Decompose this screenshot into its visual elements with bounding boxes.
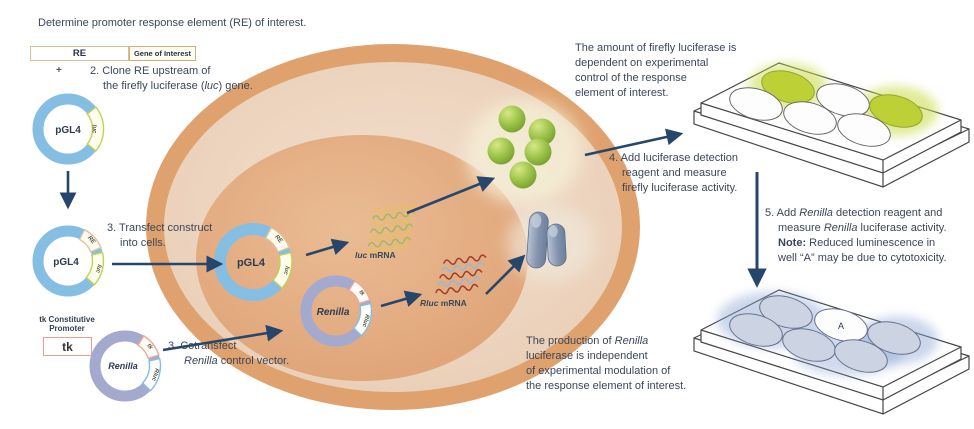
step-clone-line2: the firefly luciferase (luc) gene.: [103, 80, 253, 92]
pgl4-label: pGL4: [53, 257, 79, 268]
well-a: [814, 308, 868, 342]
plasmid-renilla-control: tk Rluc Renilla: [95, 336, 160, 396]
caption-renilla: The production of Renilla luciferase is …: [526, 335, 687, 392]
caption-firefly: The amount of firefly luciferase is depe…: [575, 42, 737, 99]
plasmid-renilla-nucleus: tk Rluc Renilla: [306, 281, 371, 341]
arrow-rluc-translation: [485, 254, 526, 295]
segment-label-luc: luc: [94, 264, 102, 275]
pgl4-label: pGL4: [237, 257, 266, 269]
step-clone-line1: 2. Clone RE upstream of: [90, 65, 211, 77]
arrow-luc-transcription: [305, 238, 350, 257]
step-clone-text: 2. Clone RE upstream of the firefly luci…: [90, 64, 253, 94]
plasmid-pgl4-nucleus: RE luc pGL4: [214, 223, 293, 301]
step-transfect-line1: 3. Transfect construct: [107, 222, 213, 234]
well-empty: [816, 83, 870, 117]
well-green: [761, 70, 815, 104]
step-detect-renilla-text: 5. Add Renilla detection reagent and mea…: [765, 207, 947, 264]
well-green: [869, 94, 923, 128]
segment-label-tk: tk: [357, 289, 365, 297]
plasmid-pgl4-luc: luc pGL4: [32, 93, 105, 165]
plate-renilla: A: [693, 289, 970, 415]
segment-label-luc: luc: [91, 125, 97, 134]
step-cotransfect-text: 3. Cotransfect Renilla control vector.: [168, 339, 289, 369]
well-gray: [729, 313, 783, 347]
segment-label-tk: tk: [145, 343, 153, 351]
gene-of-interest-box: Gene of Interest: [129, 46, 196, 61]
segment-label-re: RE: [273, 234, 284, 245]
plate-firefly: [693, 62, 970, 188]
flow-arrows: [59, 128, 767, 352]
well-empty: [729, 87, 783, 121]
arrow-cotransfect: [162, 324, 284, 352]
re-box: RE: [30, 46, 129, 61]
step-cotransfect-line1: 3. Cotransfect: [168, 340, 237, 352]
well-a-label: A: [838, 321, 844, 331]
renilla-label: Renilla: [108, 361, 138, 371]
tk-box: tk: [43, 337, 92, 356]
step-detect-firefly-text: 4. Add luciferase detection reagent and …: [609, 152, 739, 194]
rluc-mrna-label: Rluc mRNA: [420, 298, 467, 308]
arrow-rluc-transcription: [380, 290, 423, 308]
firefly-luciferase-cluster: [487, 105, 556, 189]
arrow-luc-translation: [406, 176, 496, 215]
well-gray: [759, 295, 813, 329]
plasmid-pgl4-re-luc: RE luc pGL4: [32, 225, 105, 297]
well-gray: [834, 339, 888, 373]
intro-text: Determine promoter response element (RE)…: [38, 17, 307, 29]
luc-mrna-label: luc mRNA: [355, 250, 396, 260]
segment-label-rluc: Rluc: [360, 313, 370, 328]
segment-label-luc: luc: [282, 265, 290, 276]
step-transfect-text: 3. Transfect construct into cells.: [107, 221, 212, 251]
step-transfect-line2: into cells.: [120, 237, 166, 249]
well-empty: [783, 101, 837, 135]
pgl4-label: pGL4: [55, 125, 81, 136]
arrow-to-firefly-plate: [584, 128, 684, 157]
tk-promoter-label: tk Constitutive Promoter: [39, 315, 95, 333]
renilla-luciferase-capsules: [526, 211, 567, 269]
step-cotransfect-line2: Renilla control vector.: [184, 355, 290, 367]
well-empty: [837, 113, 891, 147]
segment-label-rluc: Rluc: [150, 367, 160, 382]
renilla-label: Renilla: [317, 307, 350, 318]
plus-sign: +: [56, 65, 62, 76]
segment-label-re: RE: [86, 235, 97, 246]
well-gray: [867, 321, 921, 355]
